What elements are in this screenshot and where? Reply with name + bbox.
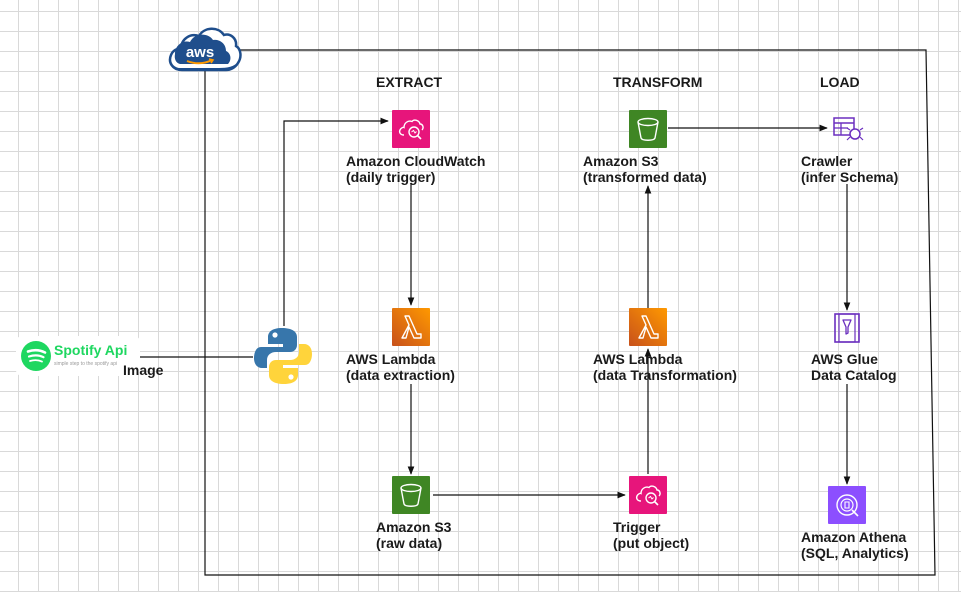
athena-service [828,486,866,524]
s3-raw-service [392,476,430,514]
lambda-icon [401,315,422,339]
athena-label: Amazon Athena(SQL, Analytics) [801,529,909,561]
connector-python-cloudwatch [283,117,389,326]
cloudwatch-label: Amazon CloudWatch(daily trigger) [346,153,486,185]
glue-data-catalog-icon [834,313,860,343]
trigger-label: Trigger(put object) [613,519,690,551]
spotify-api-title: Spotify Api [54,342,128,358]
lambda-extract-label: AWS Lambda(data extraction) [346,351,455,383]
image-label: Image [123,362,164,378]
header-load: LOAD [820,74,860,90]
svg-text:aws: aws [186,44,214,61]
lambda-transform-label: AWS Lambda(data Transformation) [593,351,737,383]
python-icon [254,328,312,384]
s3-bucket-icon [400,483,422,507]
cloudwatch-service [392,110,430,148]
trigger-service [629,476,667,514]
s3-transformed-service [629,110,667,148]
lambda-transform-service [629,308,667,346]
crawler-label: Crawler(infer Schema) [801,153,899,185]
s3-bucket-icon [637,117,659,141]
lambda-extract-service [392,308,430,346]
spotify-api-subtitle: simple step to the spotify api [54,361,118,367]
cloudwatch-icon [398,119,424,140]
cloudwatch-icon [635,485,661,506]
athena-icon [836,494,859,517]
header-extract: EXTRACT [376,74,443,90]
spotify-api-node: Spotify Api simple step to the spotify a… [16,336,140,376]
header-transform: TRANSFORM [613,74,703,90]
lambda-icon [638,315,659,339]
s3-transformed-label: Amazon S3(transformed data) [583,153,707,185]
aws-cloud-icon: aws [168,27,242,72]
aws-boundary [204,49,936,576]
glue-crawler-icon [833,117,864,141]
spotify-icon [21,341,51,371]
s3-raw-label: Amazon S3(raw data) [376,519,452,551]
